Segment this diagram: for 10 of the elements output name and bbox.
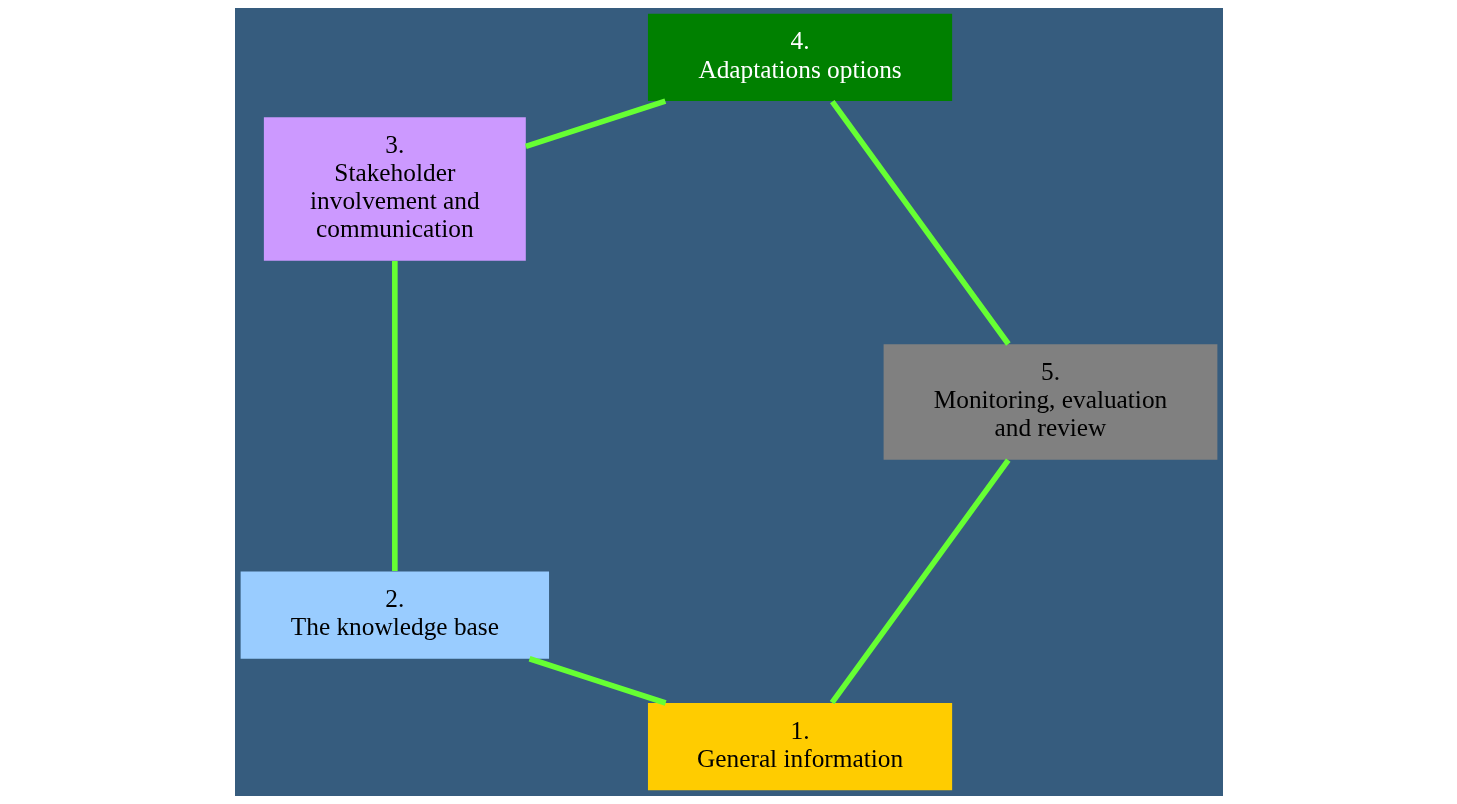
connector: [528, 656, 667, 706]
connector: [524, 98, 666, 150]
connector: [829, 100, 1011, 346]
node-box: 2. The knowledge base: [240, 571, 549, 659]
node-box: 3. Stakeholder involvement and communication: [263, 117, 526, 261]
connector: [391, 261, 398, 572]
node-box: 5. Monitoring, evaluation and review: [883, 344, 1217, 460]
connector: [829, 458, 1011, 705]
node-box: 4. Adaptations options: [647, 13, 952, 101]
node-box: 1. General information: [647, 703, 952, 791]
